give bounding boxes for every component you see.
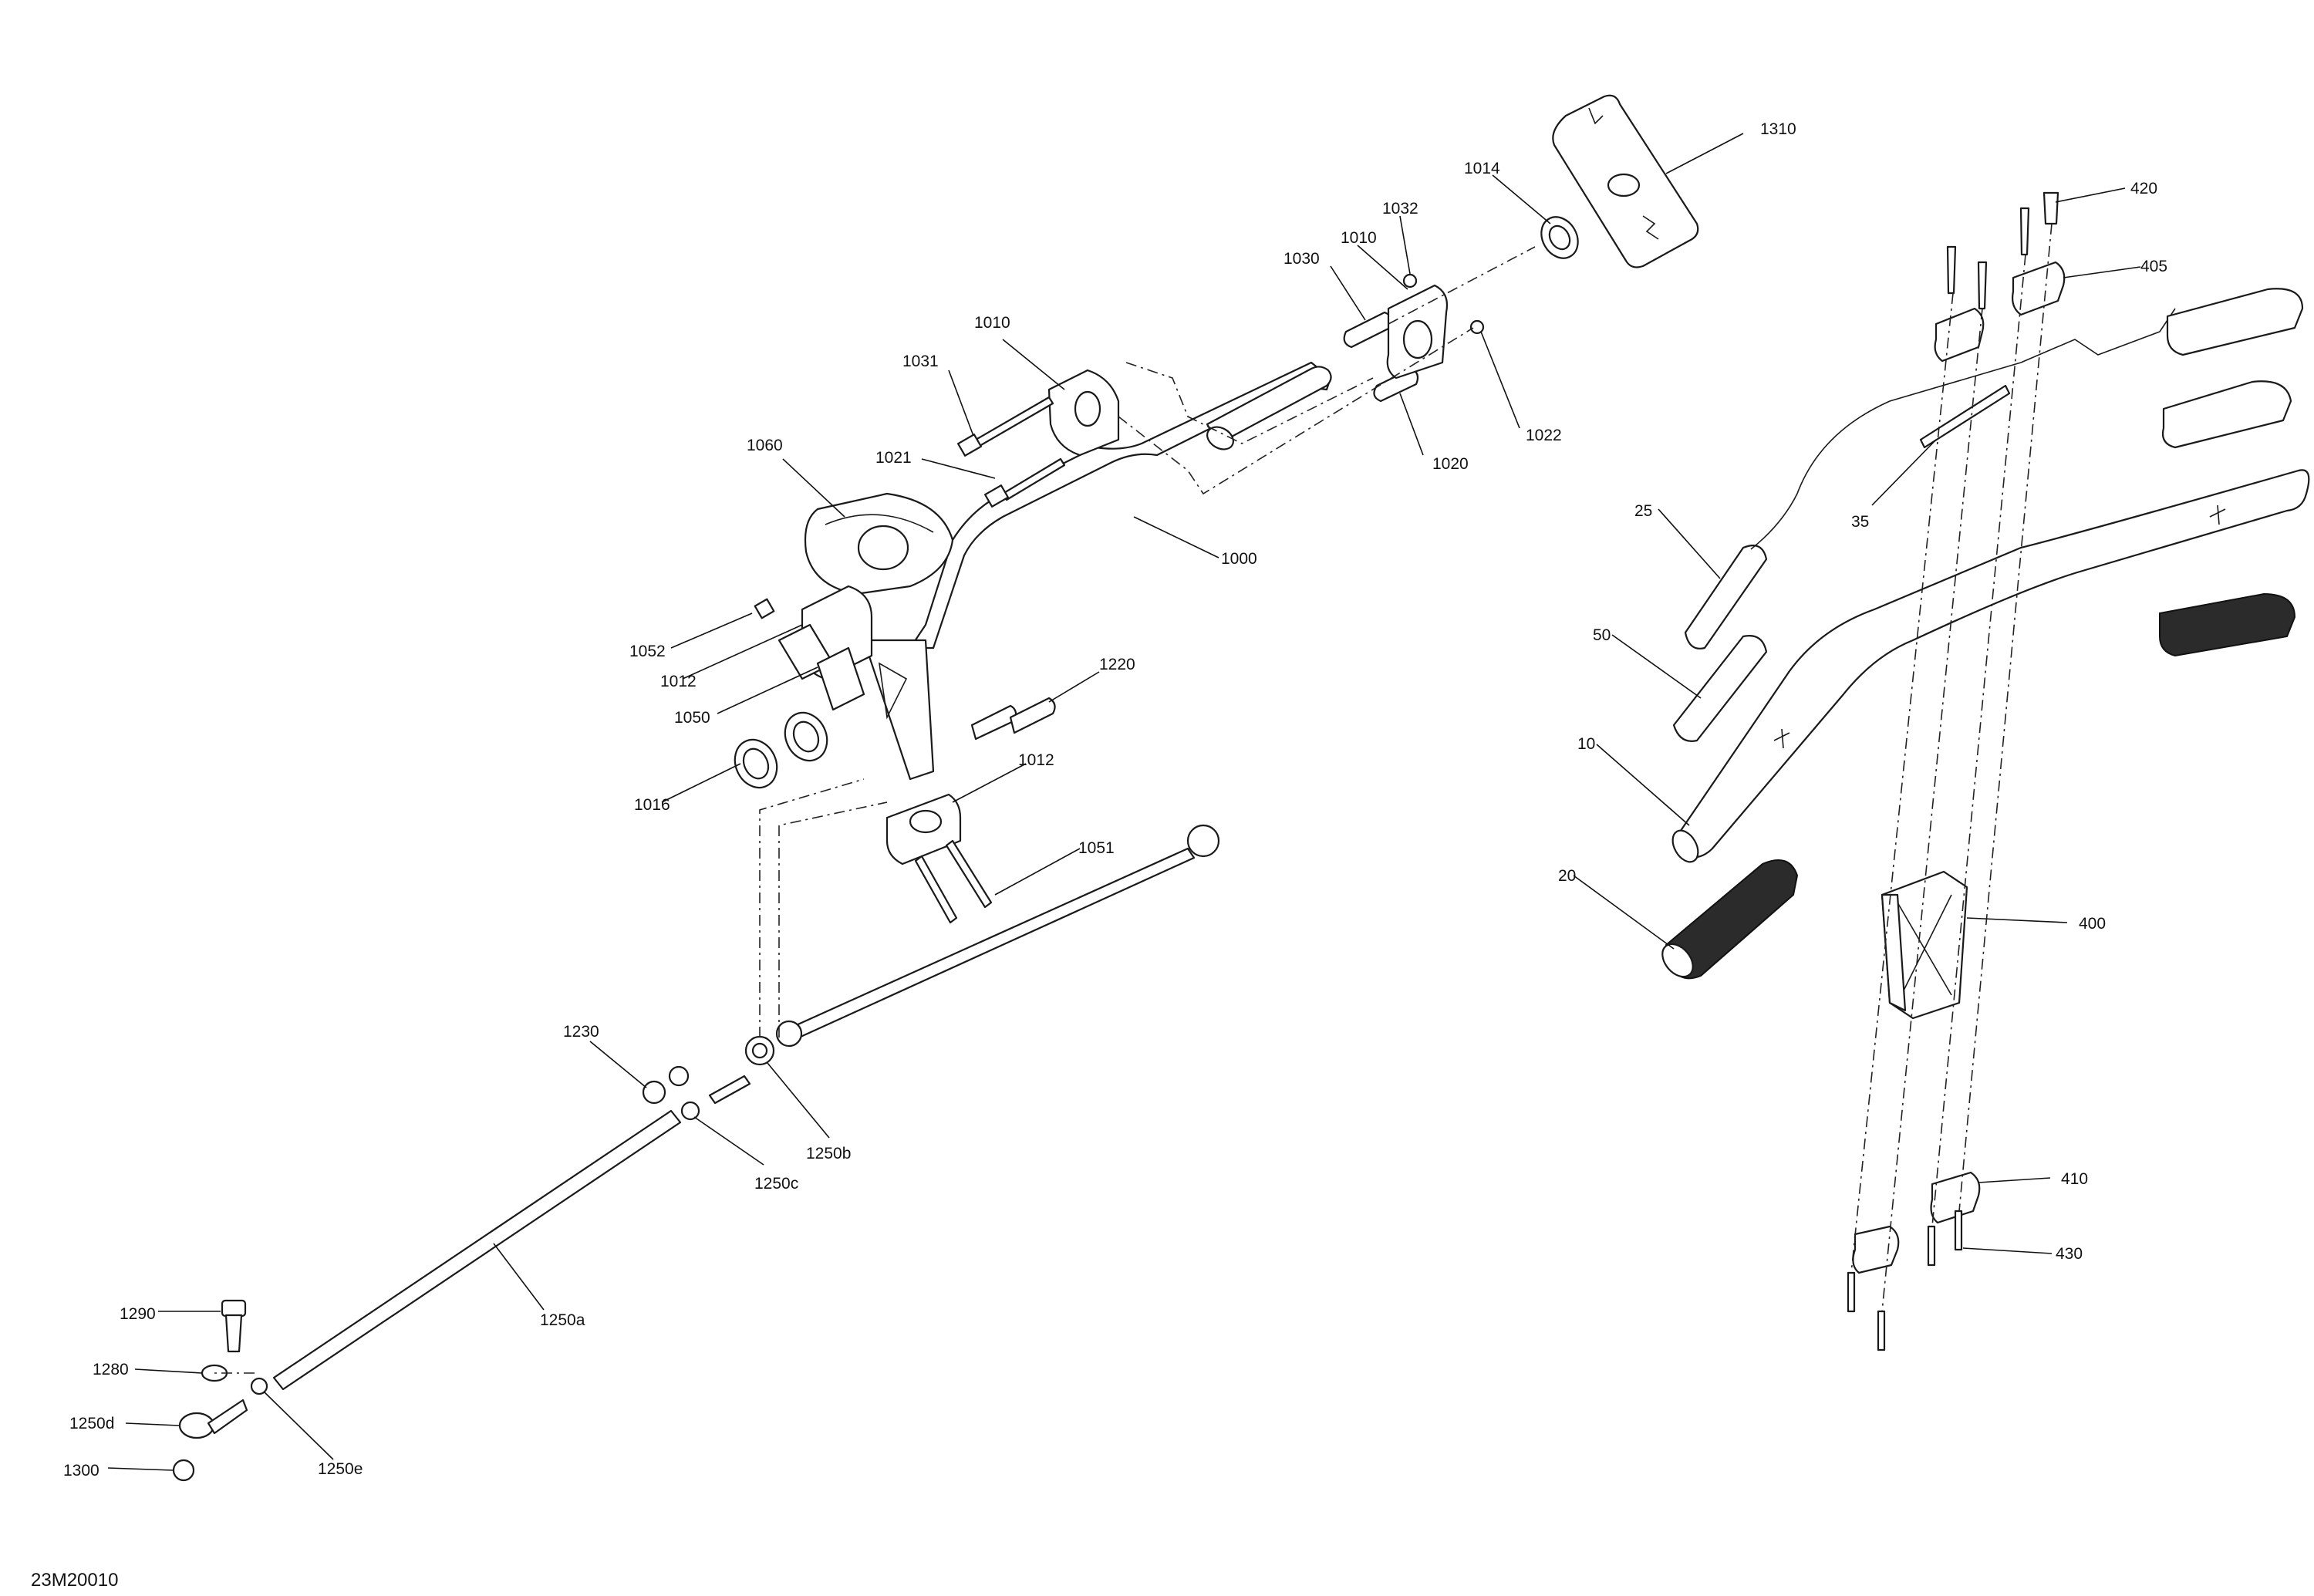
- part-1250a-tie-rod: [272, 1109, 682, 1391]
- callout-410: 410: [2061, 1170, 2088, 1188]
- part-50-heater-element: [1672, 635, 1768, 742]
- part-1012-clamp-lower-block: [885, 793, 962, 865]
- callout-1052: 1052: [629, 643, 666, 660]
- callout-1016: 1016: [634, 796, 670, 814]
- part-1010-clamp-upper: [1386, 284, 1449, 380]
- callout-1032: 1032: [1382, 200, 1418, 218]
- callout-430: 430: [2056, 1245, 2083, 1263]
- part-1050-spacer: [778, 623, 865, 711]
- callout-labels: 1310 1014 1032 1010 1030 1010 1031 1022 …: [63, 120, 2167, 1480]
- part-1220-bolt: [970, 697, 1056, 741]
- part-25-heater-element: [1684, 362, 2022, 650]
- part-1031-bolt: [957, 396, 1054, 457]
- callout-1300: 1300: [63, 1462, 100, 1480]
- part-1032-nut: [1402, 273, 1418, 288]
- part-handle-heater-right: [2161, 288, 2304, 449]
- callout-1310: 1310: [1760, 120, 1796, 138]
- part-1250b-rod-end: [744, 1035, 775, 1066]
- part-1030-bushing: [1343, 311, 1392, 349]
- part-410-clamp-lower: [1852, 1171, 1981, 1274]
- part-420-bolt: [1946, 191, 2059, 310]
- callout-1250b: 1250b: [806, 1145, 851, 1162]
- callout-1250a: 1250a: [540, 1311, 585, 1329]
- part-430-bolt: [1847, 1210, 1963, 1351]
- callout-1022: 1022: [1526, 427, 1562, 444]
- callout-1010: 1010: [1341, 229, 1377, 247]
- part-1010-clamp-lower: [1047, 369, 1120, 457]
- callout-1060: 1060: [747, 437, 783, 454]
- callout-1051: 1051: [1078, 839, 1115, 857]
- callout-1012: 1012: [1018, 751, 1054, 769]
- callout-1290: 1290: [120, 1305, 156, 1323]
- callout-1030: 1030: [1283, 250, 1320, 268]
- callout-1000: 1000: [1221, 550, 1257, 568]
- part-1250d-ball-joint: [178, 1399, 248, 1439]
- callout-420: 420: [2130, 180, 2157, 197]
- callout-10: 10: [1577, 735, 1595, 753]
- callout-1250d: 1250d: [69, 1415, 114, 1432]
- part-1250c-jam-nut: [680, 1075, 751, 1121]
- part-10-handlebar: [1671, 469, 2310, 863]
- part-1250e-jam-nut: [250, 1377, 268, 1395]
- callout-1280: 1280: [93, 1361, 129, 1378]
- callout-405: 405: [2140, 258, 2167, 275]
- part-tie-rod-upper: [775, 824, 1220, 1048]
- callout-1250c: 1250c: [754, 1175, 798, 1193]
- callout-35: 35: [1851, 513, 1869, 531]
- part-20-grip-right: [2159, 592, 2296, 657]
- callout-1031: 1031: [902, 353, 939, 370]
- part-1014-seal: [1540, 216, 1579, 259]
- callout-1230: 1230: [563, 1023, 599, 1041]
- part-1060-cover: [804, 492, 954, 596]
- part-1290-bolt: [221, 1299, 247, 1353]
- callout-1010: 1010: [974, 314, 1010, 332]
- part-1300-nut: [172, 1459, 195, 1482]
- part-1021-bolt: [984, 457, 1066, 508]
- callout-1020: 1020: [1432, 455, 1469, 473]
- callout-1220: 1220: [1099, 656, 1135, 673]
- part-20-grip: [1661, 859, 1799, 980]
- callout-1021: 1021: [875, 449, 912, 467]
- callout-400: 400: [2079, 915, 2106, 933]
- part-1016-bushing-pair: [734, 711, 828, 789]
- part-1230-nut: [642, 1065, 690, 1105]
- part-1022-nut: [1469, 319, 1485, 335]
- part-35-wire: [1919, 308, 2176, 449]
- callout-1250e: 1250e: [318, 1460, 363, 1478]
- figure-code: 23M20010: [31, 1570, 118, 1591]
- part-1051-bolt: [914, 839, 993, 924]
- callout-50: 50: [1593, 626, 1611, 644]
- leader-lines: [107, 133, 2141, 1471]
- assembly-guide-lines-right: [1850, 223, 2053, 1312]
- part-1310-plate: [1552, 94, 1699, 268]
- callout-1012: 1012: [660, 673, 697, 690]
- callout-20: 20: [1558, 867, 1576, 885]
- callout-1050: 1050: [674, 709, 710, 727]
- callout-1014: 1014: [1464, 160, 1500, 177]
- assembly-guide-lines-left: [212, 246, 1536, 1374]
- callout-25: 25: [1634, 502, 1652, 520]
